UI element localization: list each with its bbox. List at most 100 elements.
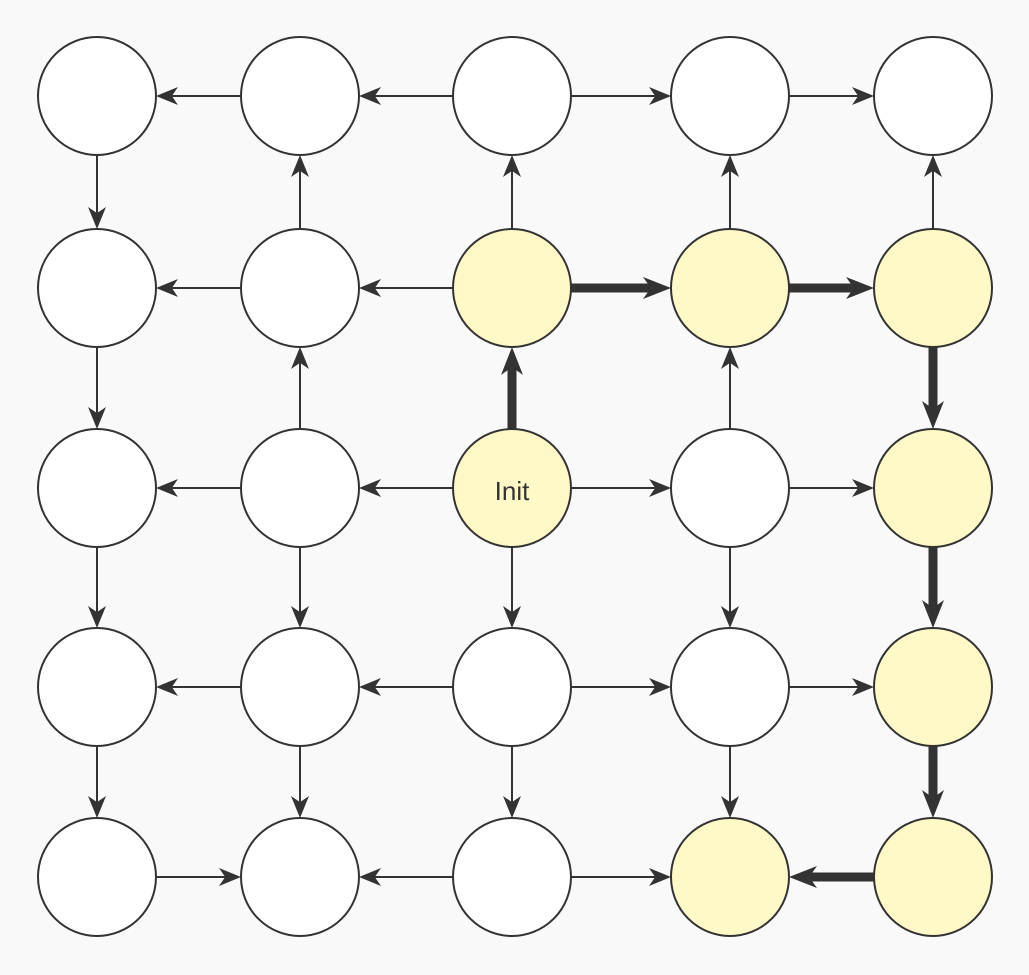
node-highlighted: [873, 428, 993, 548]
edge-arrow: [291, 547, 309, 628]
arrowhead: [291, 155, 309, 177]
node-circle: [240, 36, 360, 156]
node: [452, 627, 572, 747]
arrowhead: [501, 347, 523, 375]
edge-arrow: [789, 87, 874, 105]
edge-arrow: [359, 87, 453, 105]
node-highlighted: [670, 228, 790, 348]
edge-arrow: [156, 868, 241, 886]
edge-arrow: [291, 347, 309, 429]
arrowhead: [922, 790, 944, 818]
arrowhead: [789, 866, 817, 888]
node-circle: [240, 428, 360, 548]
node-circle: [873, 627, 993, 747]
arrowhead: [156, 87, 178, 105]
edge-arrow: [571, 678, 671, 696]
arrowhead: [156, 678, 178, 696]
arrowhead: [359, 279, 381, 297]
arrowhead: [649, 868, 671, 886]
node-circle: [670, 428, 790, 548]
node-highlighted: [873, 627, 993, 747]
edge-arrow: [721, 155, 739, 229]
node-circle: [37, 428, 157, 548]
node-circle: [37, 817, 157, 937]
node-circle: [37, 36, 157, 156]
node-circle: [452, 228, 572, 348]
node-circle: [873, 228, 993, 348]
arrowhead: [156, 279, 178, 297]
node-label: Init: [495, 476, 530, 506]
arrowhead: [291, 347, 309, 369]
edge-arrow: [88, 155, 106, 229]
arrowhead: [852, 479, 874, 497]
node: [240, 817, 360, 937]
node-circle: [37, 228, 157, 348]
edge-arrow: [291, 746, 309, 818]
edge-arrow: [359, 868, 453, 886]
path-edge-arrow: [501, 347, 523, 429]
node-highlighted: [670, 817, 790, 937]
arrowhead: [721, 606, 739, 628]
arrowhead: [291, 606, 309, 628]
node: [240, 36, 360, 156]
arrowhead: [503, 155, 521, 177]
edge-arrow: [789, 678, 874, 696]
edge-arrow: [571, 87, 671, 105]
node: [670, 428, 790, 548]
arrowhead: [721, 347, 739, 369]
path-edge-arrow: [789, 277, 874, 299]
edge-arrow: [503, 547, 521, 628]
node-circle: [452, 428, 572, 548]
arrowhead: [922, 600, 944, 628]
edge-arrow: [503, 746, 521, 818]
arrowhead: [503, 796, 521, 818]
edge-arrow: [789, 479, 874, 497]
edge-arrow: [721, 746, 739, 818]
node: [670, 627, 790, 747]
arrowhead: [846, 277, 874, 299]
edge-arrow: [156, 279, 241, 297]
arrowhead: [88, 207, 106, 229]
arrowhead: [721, 155, 739, 177]
node-highlighted: [452, 228, 572, 348]
node: [240, 627, 360, 747]
arrowhead: [359, 868, 381, 886]
arrowhead: [922, 401, 944, 429]
node-highlighted: [873, 228, 993, 348]
path-edge-arrow: [789, 866, 874, 888]
arrowhead: [649, 479, 671, 497]
arrowhead: [219, 868, 241, 886]
arrowhead: [359, 87, 381, 105]
edge-arrow: [571, 479, 671, 497]
arrowhead: [852, 678, 874, 696]
node-highlighted: [873, 817, 993, 937]
node-circle: [873, 428, 993, 548]
edge-arrow: [721, 547, 739, 628]
edges-layer: [88, 87, 944, 888]
node: [452, 817, 572, 937]
node: [452, 36, 572, 156]
arrowhead: [88, 407, 106, 429]
node: [37, 36, 157, 156]
nodes-layer: Init: [37, 36, 993, 937]
node: [37, 428, 157, 548]
node: [37, 817, 157, 937]
path-edge-arrow: [922, 547, 944, 628]
node: [240, 228, 360, 348]
arrowhead: [649, 87, 671, 105]
node: [873, 36, 993, 156]
edge-arrow: [156, 479, 241, 497]
node-circle: [670, 36, 790, 156]
arrowhead: [643, 277, 671, 299]
node-circle: [452, 817, 572, 937]
edge-arrow: [924, 155, 942, 229]
node-circle: [670, 817, 790, 937]
node-circle: [873, 817, 993, 937]
edge-arrow: [88, 347, 106, 429]
arrowhead: [156, 479, 178, 497]
arrowhead: [721, 796, 739, 818]
arrowhead: [359, 479, 381, 497]
edge-arrow: [571, 868, 671, 886]
edge-arrow: [503, 155, 521, 229]
